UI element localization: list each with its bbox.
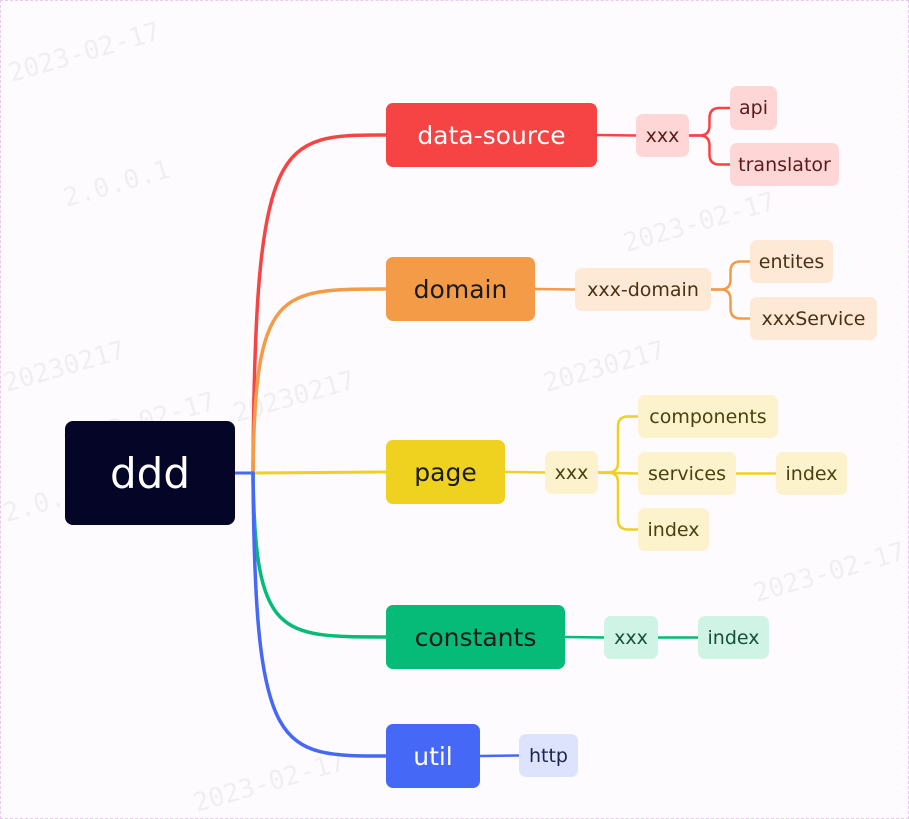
node-cs-xxx[interactable]: xxx	[604, 616, 658, 659]
node-cs-index-label: index	[707, 626, 760, 649]
node-pg-services-index-label: index	[785, 462, 838, 485]
edge-pg-xxx-pg-index	[596, 471, 640, 531]
edge-root-domain	[251, 287, 388, 475]
node-page-label: page	[414, 457, 477, 487]
node-pg-services-index[interactable]: index	[776, 452, 847, 495]
node-root[interactable]: ddd	[65, 421, 235, 525]
node-domain[interactable]: domain	[386, 257, 535, 321]
node-ds-translator[interactable]: translator	[730, 143, 839, 186]
edge-page-pg-xxx	[503, 470, 547, 474]
edge-data-source-ds-xxx	[595, 133, 638, 137]
node-data-source[interactable]: data-source	[386, 103, 597, 167]
node-pg-services-label: services	[648, 462, 726, 485]
node-pg-xxx-label: xxx	[554, 461, 589, 484]
edge-util-ut-http	[478, 754, 521, 758]
node-dm-entites[interactable]: entites	[750, 240, 833, 283]
node-cs-xxx-label: xxx	[614, 626, 648, 649]
edge-dm-xxx-domain-dm-entites	[709, 260, 752, 291]
node-ut-http-label: http	[528, 744, 568, 767]
node-page[interactable]: page	[386, 440, 505, 504]
edge-pg-xxx-pg-components	[596, 415, 640, 474]
node-dm-entites-label: entites	[758, 250, 825, 273]
edge-ds-xxx-ds-translator	[687, 134, 732, 166]
node-ds-xxx-label: xxx	[645, 124, 680, 147]
node-cs-index[interactable]: index	[698, 616, 769, 659]
node-util[interactable]: util	[386, 724, 480, 788]
node-util-label: util	[413, 741, 453, 771]
edge-root-util	[251, 471, 388, 758]
node-ut-http[interactable]: http	[519, 734, 578, 777]
edge-root-page	[251, 470, 388, 475]
node-pg-services[interactable]: services	[638, 452, 736, 495]
edge-domain-dm-xxx-domain	[533, 287, 577, 291]
edge-root-data-source	[251, 133, 388, 475]
node-pg-index-label: index	[647, 518, 700, 541]
node-ds-xxx[interactable]: xxx	[636, 114, 689, 157]
edge-constants-cs-xxx	[563, 635, 606, 639]
node-pg-index[interactable]: index	[638, 508, 709, 551]
node-pg-xxx[interactable]: xxx	[545, 451, 598, 494]
node-dm-xxx-domain-label: xxx-domain	[587, 278, 699, 301]
edge-root-constants	[251, 471, 388, 639]
node-domain-label: domain	[413, 274, 508, 304]
edge-ds-xxx-ds-api	[687, 106, 732, 137]
node-pg-components[interactable]: components	[638, 395, 778, 438]
node-ds-api[interactable]: api	[730, 86, 777, 130]
node-dm-xxxService-label: xxxService	[761, 307, 866, 330]
node-data-source-label: data-source	[417, 120, 566, 150]
node-ds-api-label: api	[739, 97, 768, 119]
edge-dm-xxx-domain-dm-xxxService	[709, 288, 752, 320]
node-dm-xxx-domain[interactable]: xxx-domain	[575, 268, 711, 311]
node-pg-components-label: components	[649, 405, 767, 428]
node-dm-xxxService[interactable]: xxxService	[750, 297, 877, 340]
node-constants[interactable]: constants	[386, 605, 565, 669]
node-ds-translator-label: translator	[738, 153, 831, 176]
node-constants-label: constants	[414, 622, 537, 652]
node-root-label: ddd	[110, 448, 190, 498]
